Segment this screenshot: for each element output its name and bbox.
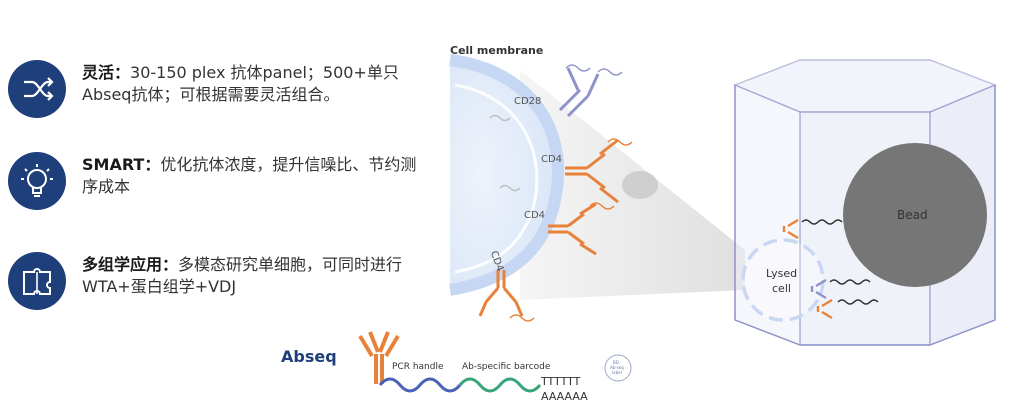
lightbulb-icon: [8, 152, 66, 210]
cd4-antibody-1: [565, 138, 633, 204]
cd4-antibody-2: [548, 202, 615, 256]
poly-a-label: AAAAAA: [541, 390, 588, 403]
cell-label: cell: [772, 282, 791, 295]
feature-title: 多组学应用：: [82, 255, 179, 274]
shuffle-icon: [8, 60, 66, 118]
pcr-handle-strand: [378, 377, 462, 393]
feature-flexible: 灵活：30-150 plex 抗体panel；500+单只Abseq抗体；可根据…: [8, 60, 428, 130]
ab-barcode-strand: [458, 377, 542, 393]
cd4-label: CD4: [541, 154, 562, 165]
cd28-label: CD28: [514, 96, 541, 107]
cell-membrane-label: Cell membrane: [450, 44, 543, 57]
pcr-handle-label: PCR handle: [392, 362, 444, 372]
feature-title: SMART：: [82, 155, 161, 174]
bead-label: Bead: [897, 208, 928, 222]
bd-tag-icon: [604, 354, 632, 382]
cd4-label: CD4: [524, 210, 545, 221]
svg-text:label: label: [612, 370, 622, 375]
feature-multiomics: 多组学应用：多模态研究单细胞，可同时进行WTA+蛋白组学+VDJ: [8, 252, 428, 322]
feature-text: 多模态研究单细胞，可同时进行WTA+蛋白组学+VDJ: [82, 255, 403, 296]
svg-text:BD: BD: [613, 360, 619, 365]
feature-text: 30-150 plex 抗体panel；500+单只Abseq抗体；可根据需要灵…: [82, 63, 399, 104]
cd28-antibody: [558, 64, 623, 118]
cell: [449, 54, 565, 296]
puzzle-icon: [8, 252, 66, 310]
cd4-antibody-3: [478, 270, 535, 322]
bead: [843, 143, 987, 287]
abseq-label: Abseq: [281, 347, 337, 366]
poly-t-label: TTTTTT: [540, 375, 581, 388]
capture-oligos: [801, 219, 879, 305]
ab-barcode-label: Ab-specific barcode: [462, 362, 551, 372]
abseq-antibody: [358, 331, 400, 384]
feature-text: 优化抗体浓度，提升信噪比、节约测序成本: [82, 155, 417, 196]
svg-text:Ab-seq: Ab-seq: [610, 365, 624, 370]
feature-smart: SMART：优化抗体浓度，提升信噪比、节约测序成本: [8, 152, 428, 222]
lysed-label: Lysed: [766, 267, 797, 280]
feature-title: 灵活：: [82, 63, 131, 82]
lysed-cell: [741, 238, 825, 322]
